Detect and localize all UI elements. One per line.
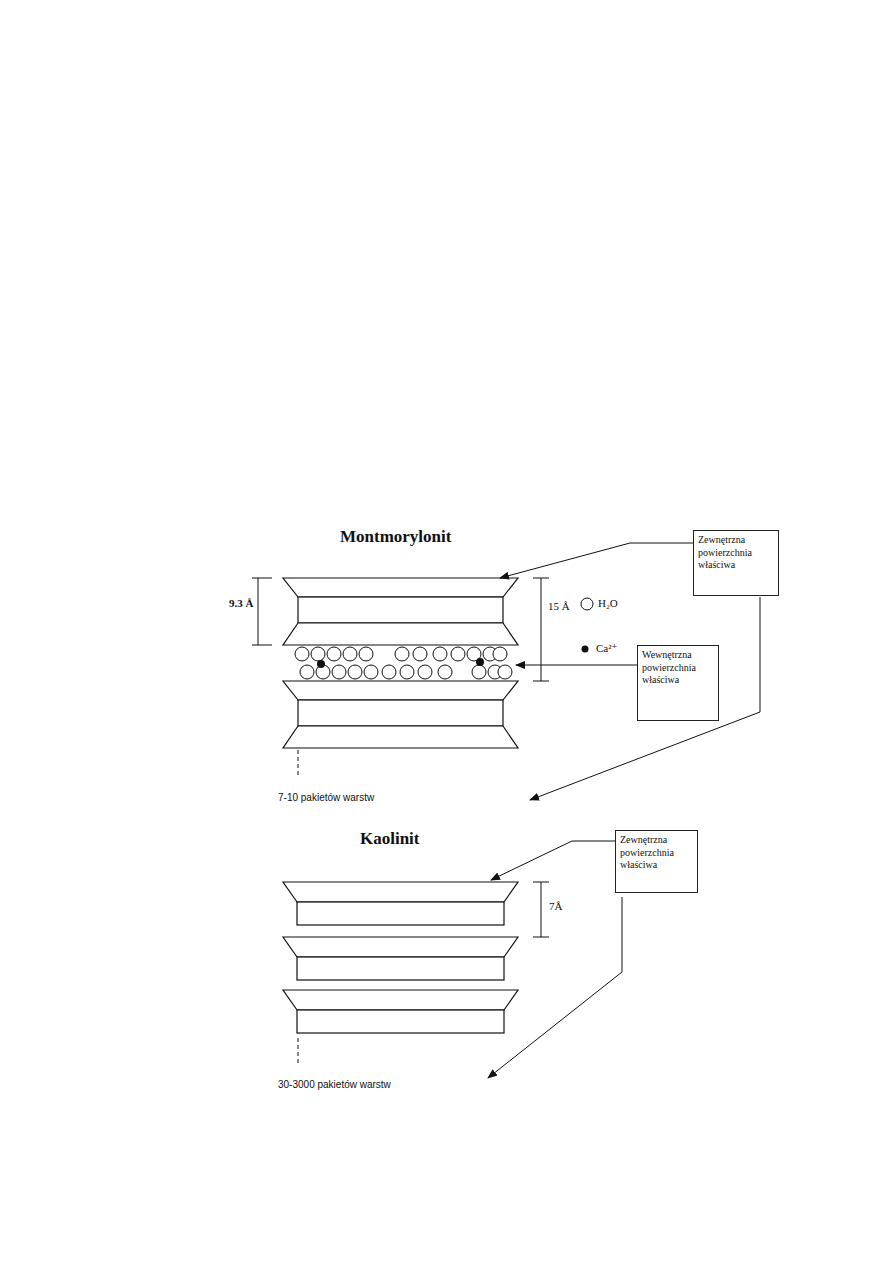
interlayer-water (295, 647, 512, 679)
to-layer (283, 882, 518, 925)
to-layer (283, 937, 518, 980)
leader-line (488, 543, 760, 1078)
legend-text: H₂O (598, 597, 618, 609)
layer-count: 30-3000 pakietów warstw (278, 1079, 391, 1090)
tot-layer (283, 681, 518, 748)
callout-box: Zewnętrzna powierzchnia właściwa (693, 530, 779, 596)
box-text: Zewnętrzna powierzchnia właściwa (698, 534, 774, 572)
mineral-heading: Montmorylonit (340, 527, 451, 546)
box-text: Wewnętrzna powierzchnia właściwa (642, 649, 714, 687)
callout-box: Zewnętrzna powierzchnia właściwa (615, 830, 698, 893)
dimension-label: 15 Å (548, 600, 570, 612)
calcium-sample (582, 646, 589, 653)
callout-box: Wewnętrzna powierzchnia właściwa (637, 645, 719, 721)
mineral-heading: Kaolinit (360, 829, 420, 848)
layer-count: 7-10 pakietów warstw (278, 792, 374, 803)
dimension-label: 9.3 Å (229, 597, 253, 609)
legend-text: Ca²⁺ (596, 642, 617, 654)
box-text: Zewnętrzna powierzchnia właściwa (620, 834, 693, 872)
to-layer (283, 990, 518, 1033)
dimension-label: 7Å (549, 900, 562, 912)
dimension-bracket (252, 578, 549, 937)
water-sample (581, 598, 593, 610)
tot-layer (283, 578, 518, 645)
